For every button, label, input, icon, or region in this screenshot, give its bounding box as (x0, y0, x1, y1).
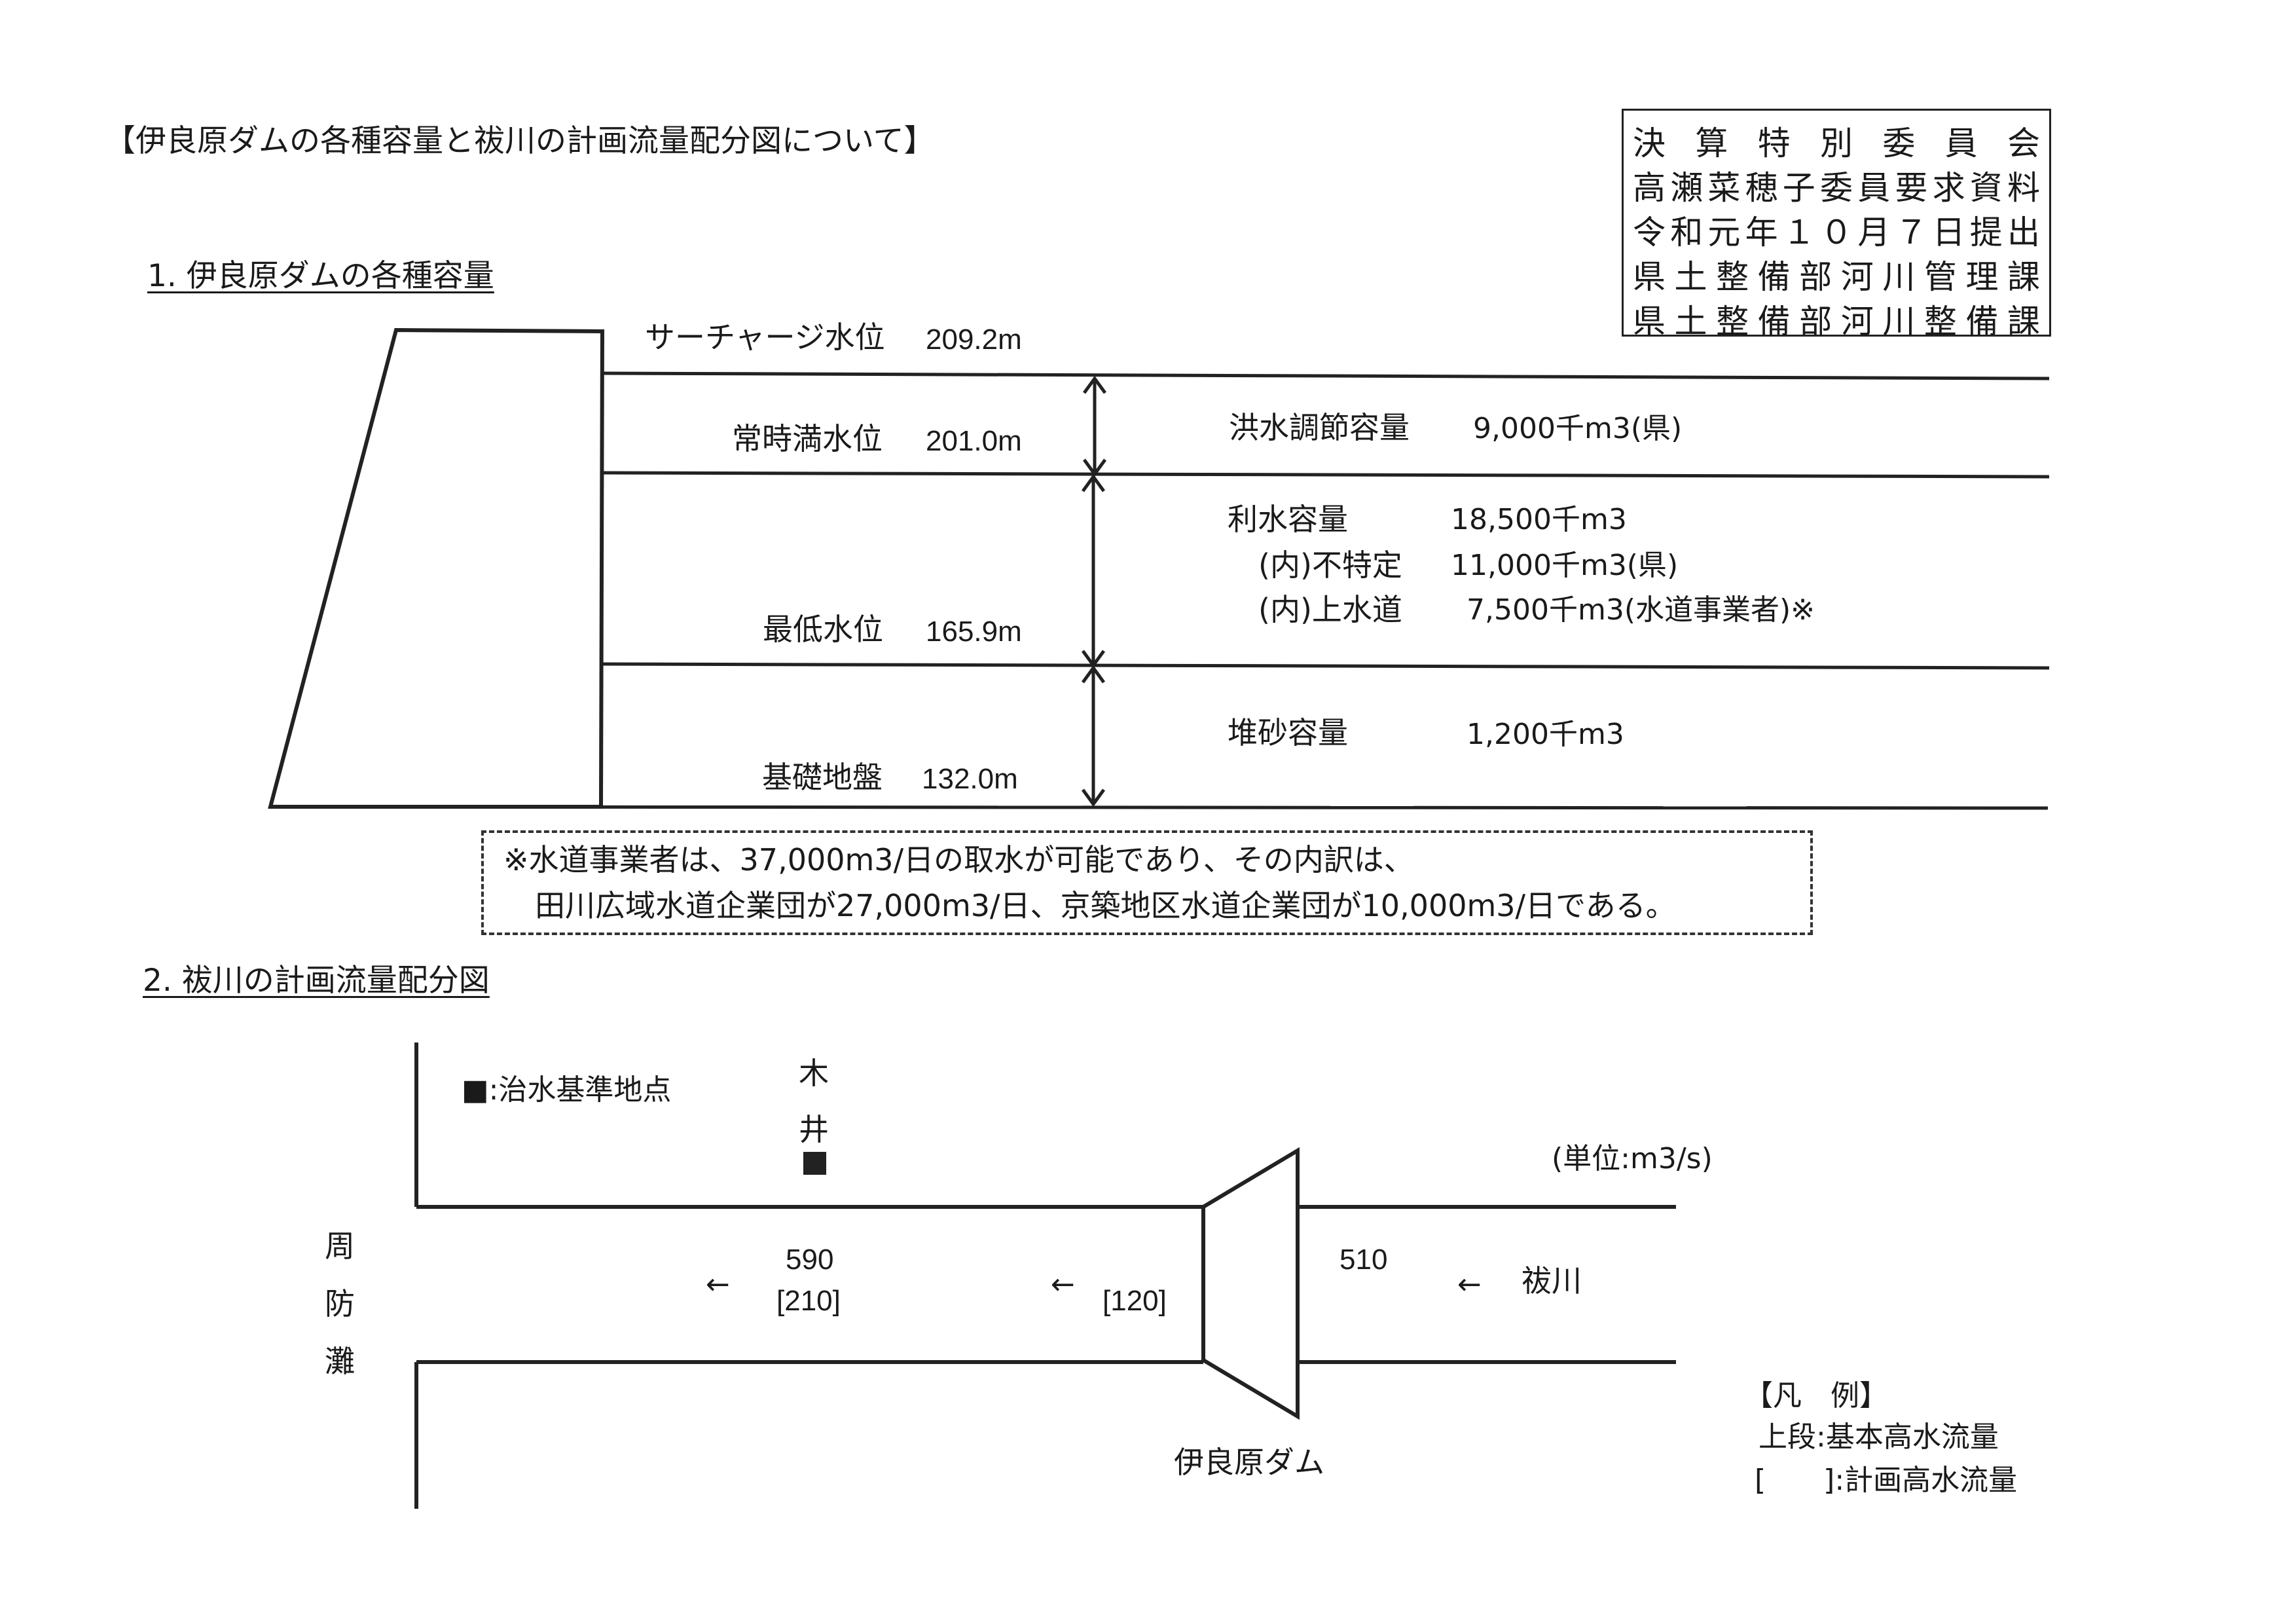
section1-heading: 1. 伊良原ダムの各種容量 (147, 258, 494, 294)
sea-char-1: 周 (325, 1228, 355, 1264)
downstream-basic-flow: 590 (786, 1244, 834, 1276)
water-supply-capacity-label: (内)上水道 (1258, 592, 1402, 627)
downstream-planned-flow: [210] (776, 1285, 841, 1317)
legend-title: 【凡 例】 (1744, 1379, 1888, 1412)
surcharge-level-label: サーチャージ水位 (645, 320, 885, 355)
water-use-capacity-value: 18,500千m3 (1451, 503, 1627, 536)
sediment-capacity-value: 1,200千m3 (1467, 718, 1624, 751)
water-supplier-note-box: ※水道事業者は、37,000m3/日の取水が可能であり、その内訳は、 田川広域水… (481, 830, 1813, 935)
foundation-level-line (270, 805, 2049, 810)
stamp-line-committee: 決算特別委員会 (1633, 124, 2040, 162)
flow-arrow-dam-release: ← (1051, 1268, 1075, 1301)
water-use-capacity-label: 利水容量 (1228, 502, 1348, 537)
minimum-level-value: 165.9m (926, 616, 1022, 648)
document-title: 【伊良原ダムの各種容量と祓川の計画流量配分図について】 (105, 123, 935, 159)
kii-char-2: 井 (799, 1112, 829, 1147)
flood-capacity-label: 洪水調節容量 (1229, 410, 1410, 445)
water-supply-capacity-value: 7,500千m3(水道事業者)※ (1467, 593, 1815, 627)
section2-heading: 2. 祓川の計画流量配分図 (143, 963, 490, 999)
dam-plan-symbol (1201, 1147, 1300, 1420)
sea-char-3: 灘 (325, 1344, 355, 1379)
legend-upper-meaning: 上段:基本高水流量 (1758, 1420, 1999, 1454)
note-line-1: ※水道事業者は、37,000m3/日の取水が可能であり、その内訳は、 (503, 842, 1414, 877)
kii-reference-point-marker (803, 1152, 826, 1175)
river-name-label: 祓川 (1522, 1263, 1582, 1299)
legend-bracket-meaning: [ ]:計画高水流量 (1755, 1464, 2018, 1497)
flood-capacity-arrow (1082, 375, 1107, 477)
unit-label: (単位:m3/s) (1552, 1142, 1713, 1175)
unspecified-capacity-value: 11,000千m3(県) (1451, 549, 1679, 582)
reference-point-legend: ■:治水基準地点 (462, 1073, 672, 1107)
surcharge-level-line (602, 371, 2050, 380)
normal-level-value: 201.0m (926, 425, 1022, 457)
surcharge-level-value: 209.2m (926, 323, 1022, 356)
minimum-level-label: 最低水位 (763, 612, 883, 647)
minimum-level-line (602, 662, 2050, 670)
upstream-basic-flow: 510 (1339, 1244, 1388, 1276)
flood-capacity-value: 9,000千m3(県) (1473, 412, 1683, 445)
normal-level-label: 常時満水位 (732, 421, 883, 456)
sediment-capacity-arrow (1081, 665, 1106, 807)
stamp-line-dept-management: 県土整備部河川管理課 (1633, 258, 2040, 296)
stamp-line-dept-maintenance: 県土整備部河川整備課 (1633, 303, 2040, 341)
dam-cross-section (268, 327, 605, 809)
dam-name-label: 伊良原ダム (1174, 1445, 1324, 1480)
water-use-capacity-arrow (1081, 473, 1106, 669)
kii-char-1: 木 (799, 1056, 829, 1091)
note-line-2: 田川広域水道企業団が27,000m3/日、京築地区水道企業団が10,000m3/… (535, 888, 1676, 923)
sea-char-2: 防 (325, 1286, 355, 1321)
flow-arrow-downstream: ← (706, 1268, 730, 1301)
stamp-line-date: 令和元年１０月７日提出 (1633, 213, 2040, 251)
unspecified-capacity-label: (内)不特定 (1258, 547, 1402, 583)
sediment-capacity-label: 堆砂容量 (1228, 715, 1348, 750)
submission-stamp-box: 決算特別委員会 高瀬菜穂子委員要求資料 令和元年１０月７日提出 県土整備部河川管… (1622, 109, 2051, 341)
stamp-line-request: 高瀬菜穂子委員要求資料 (1633, 169, 2040, 207)
foundation-level-value: 132.0m (922, 763, 1018, 795)
dam-release-planned-flow: [120] (1102, 1285, 1167, 1317)
flow-arrow-upstream: ← (1457, 1268, 1482, 1301)
foundation-level-label: 基礎地盤 (762, 760, 883, 795)
normal-level-line (602, 471, 2050, 479)
